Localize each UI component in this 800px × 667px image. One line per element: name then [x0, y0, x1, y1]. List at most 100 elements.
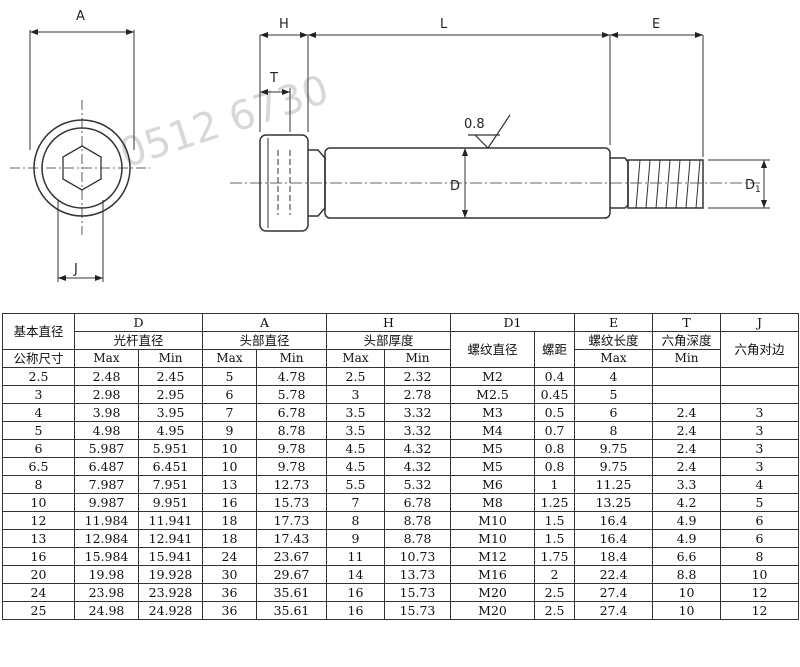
- table-cell: 6.5: [2, 457, 75, 476]
- header-A-min: Min: [256, 349, 327, 368]
- table-cell: 4: [2, 403, 75, 422]
- table-cell: 6.451: [138, 457, 203, 476]
- table-cell: 9.987: [74, 493, 139, 512]
- table-cell: [652, 367, 722, 386]
- header-D1-thread: 螺纹直径: [450, 331, 535, 368]
- table-cell: 36: [202, 583, 257, 602]
- table-cell: 7.951: [138, 475, 203, 494]
- table-cell: 3: [720, 439, 800, 458]
- table-cell: 8.78: [384, 511, 451, 530]
- table-cell: 8.78: [384, 529, 451, 548]
- dim-label-D: D: [450, 179, 460, 194]
- header-H-min: Min: [384, 349, 451, 368]
- header-T: T: [652, 313, 722, 332]
- table-cell: 27.4: [574, 583, 654, 602]
- table-cell: 12.941: [138, 529, 203, 548]
- dim-label-E: E: [652, 17, 660, 32]
- table-cell: 6.6: [652, 547, 722, 566]
- table-cell: M12: [450, 547, 535, 566]
- table-cell: 3: [2, 385, 75, 404]
- table-cell: 24: [2, 583, 75, 602]
- header-D1: D1: [449, 313, 576, 332]
- table-cell: 4.9: [652, 529, 722, 548]
- table-cell: 11.984: [74, 511, 139, 530]
- table-cell: 3: [720, 421, 800, 440]
- table-cell: M5: [450, 457, 535, 476]
- table-cell: 9: [202, 421, 257, 440]
- dim-label-T: T: [269, 71, 278, 86]
- table-cell: 5.951: [138, 439, 203, 458]
- table-cell: 11.941: [138, 511, 203, 530]
- table-cell: 2.4: [652, 403, 722, 422]
- table-cell: 3.32: [384, 403, 451, 422]
- table-cell: 2.5: [533, 601, 576, 620]
- header-E-name: 螺纹长度: [574, 331, 654, 350]
- table-cell: M10: [450, 529, 535, 548]
- table-cell: [720, 385, 800, 404]
- header-H: H: [326, 313, 451, 332]
- table-cell: 18: [202, 511, 257, 530]
- table-cell: M4: [450, 421, 535, 440]
- header-nominal-size: 公称尺寸: [2, 349, 75, 368]
- table-cell: 4: [720, 475, 800, 494]
- table-cell: 0.7: [533, 421, 576, 440]
- header-E: E: [574, 313, 654, 332]
- table-cell: M6: [450, 475, 535, 494]
- shoulder-screw-drawing: 0512 6730 A J: [10, 9, 770, 282]
- table-cell: 1: [533, 475, 576, 494]
- table-cell: 12: [2, 511, 75, 530]
- table-cell: 23.928: [138, 583, 203, 602]
- table-cell: 9: [326, 529, 385, 548]
- table-cell: 5.32: [384, 475, 451, 494]
- table-cell: M2.5: [450, 385, 535, 404]
- table-cell: 17.43: [256, 529, 327, 548]
- table-cell: 19.928: [138, 565, 203, 584]
- table-cell: 6: [574, 403, 654, 422]
- table-cell: 6.78: [384, 493, 451, 512]
- table-cell: 2.95: [138, 385, 203, 404]
- dim-label-A: A: [76, 9, 85, 24]
- roughness-value: 0.8: [464, 117, 485, 132]
- table-cell: 15.73: [384, 601, 451, 620]
- table-cell: 12.984: [74, 529, 139, 548]
- table-cell: 8.8: [652, 565, 722, 584]
- table-cell: 9.951: [138, 493, 203, 512]
- table-cell: 13: [202, 475, 257, 494]
- table-cell: 10: [652, 583, 722, 602]
- table-cell: M20: [450, 583, 535, 602]
- table-cell: 6: [202, 385, 257, 404]
- table-cell: 6: [720, 529, 800, 548]
- table-cell: 6.487: [74, 457, 139, 476]
- table-cell: 10: [2, 493, 75, 512]
- table-cell: 1.75: [533, 547, 576, 566]
- table-cell: 1.5: [533, 511, 576, 530]
- table-cell: 4: [574, 367, 654, 386]
- table-cell: M2: [450, 367, 535, 386]
- table-cell: 35.61: [256, 601, 327, 620]
- table-cell: 2.32: [384, 367, 451, 386]
- header-A: A: [202, 313, 327, 332]
- table-cell: 22.4: [574, 565, 654, 584]
- table-cell: 10.73: [384, 547, 451, 566]
- table-cell: 11: [326, 547, 385, 566]
- table-cell: 2.78: [384, 385, 451, 404]
- table-cell: 2: [533, 565, 576, 584]
- table-cell: 2.4: [652, 421, 722, 440]
- table-cell: 4.2: [652, 493, 722, 512]
- table-cell: 16: [202, 493, 257, 512]
- table-cell: 0.45: [533, 385, 576, 404]
- table-cell: 4.32: [384, 457, 451, 476]
- table-cell: 23.98: [74, 583, 139, 602]
- table-cell: 3.5: [326, 403, 385, 422]
- table-cell: 8: [574, 421, 654, 440]
- table-cell: 3.32: [384, 421, 451, 440]
- table-cell: 3.5: [326, 421, 385, 440]
- table-cell: 10: [202, 439, 257, 458]
- table-cell: 5: [720, 493, 800, 512]
